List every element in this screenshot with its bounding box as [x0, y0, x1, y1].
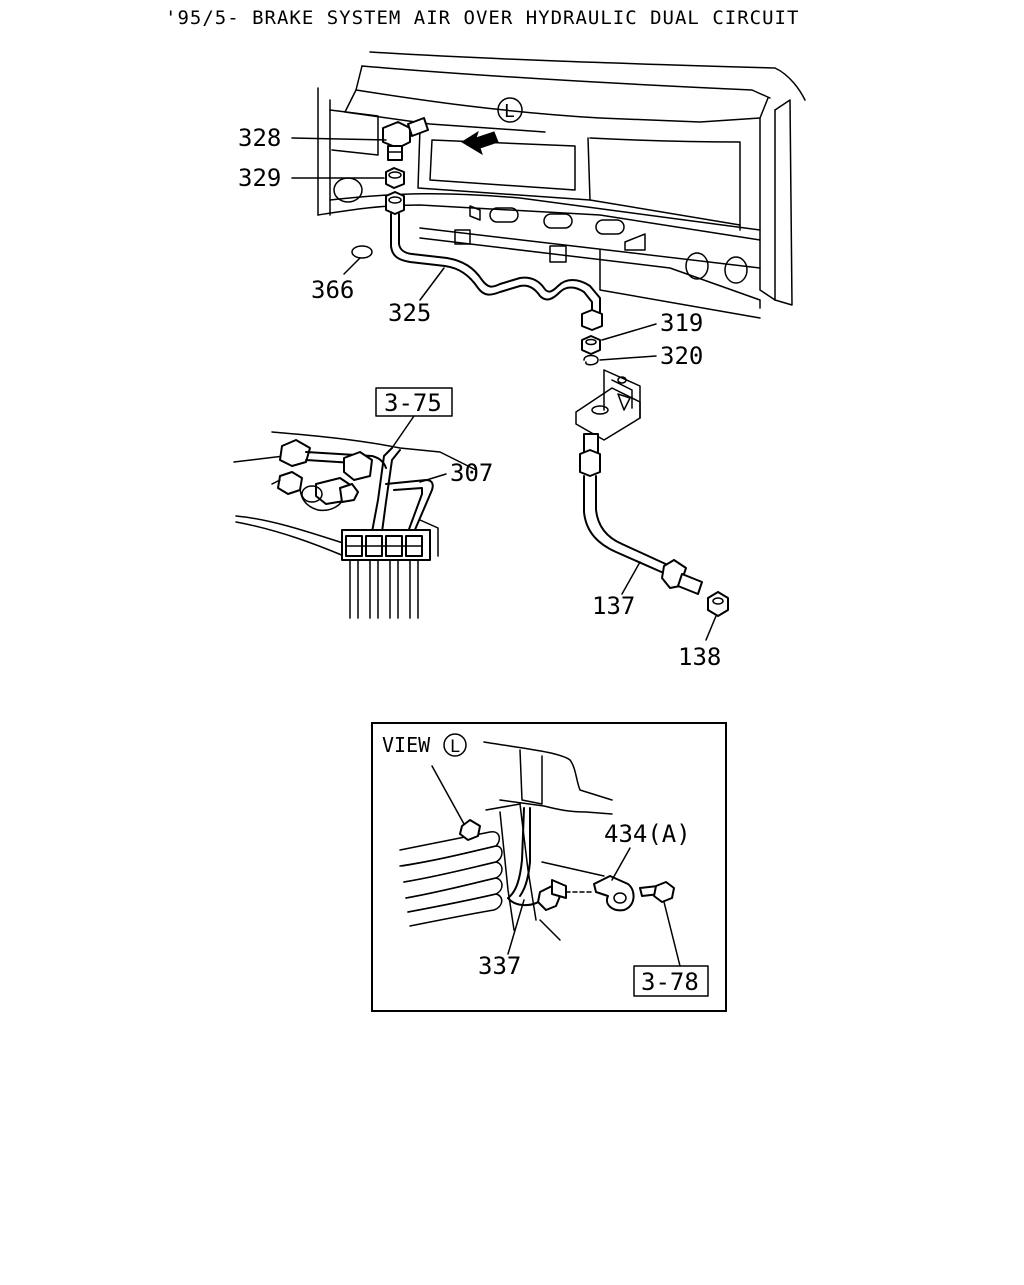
- view-marker-letter: L: [504, 101, 515, 122]
- master-cylinder-area: [233, 431, 477, 557]
- label-434a: 434(A): [604, 820, 691, 848]
- inset-view-label: VIEW: [382, 733, 431, 757]
- label-320: 320: [660, 342, 703, 370]
- inset-frame-structure: [399, 741, 675, 941]
- pipe-fitting-lower: [581, 309, 603, 331]
- brake-pipe-325: [390, 213, 593, 313]
- label-337: 337: [478, 952, 521, 980]
- label-329: 329: [238, 164, 281, 192]
- ref-3-78: 3-78: [641, 968, 699, 996]
- ref-box-3-78: [633, 965, 709, 997]
- label-307: 307: [450, 459, 493, 487]
- label-325: 325: [388, 299, 431, 327]
- diagram-title: '95/5- BRAKE SYSTEM AIR OVER HYDRAULIC D…: [165, 7, 799, 29]
- inset-view-marker: L: [450, 737, 460, 757]
- label-328: 328: [238, 124, 281, 152]
- elbow-fitting-328: [382, 117, 429, 161]
- label-138: 138: [678, 643, 721, 671]
- ref-3-75: 3-75: [384, 389, 442, 417]
- pipe-fitting-top: [385, 191, 405, 215]
- lock-washer-320: [583, 354, 599, 366]
- washer-366: [351, 245, 373, 259]
- cab-frame-panel: L: [317, 51, 806, 319]
- brake-pipes-307: [341, 447, 439, 619]
- label-366: 366: [311, 276, 354, 304]
- mounting-bracket: [575, 369, 641, 441]
- inset-view-box: [371, 722, 727, 1012]
- nut-329: [385, 167, 405, 189]
- label-319: 319: [660, 309, 703, 337]
- label-137: 137: [592, 592, 635, 620]
- brake-hose-137: [579, 433, 703, 595]
- view-direction-arrow-icon: [461, 130, 499, 156]
